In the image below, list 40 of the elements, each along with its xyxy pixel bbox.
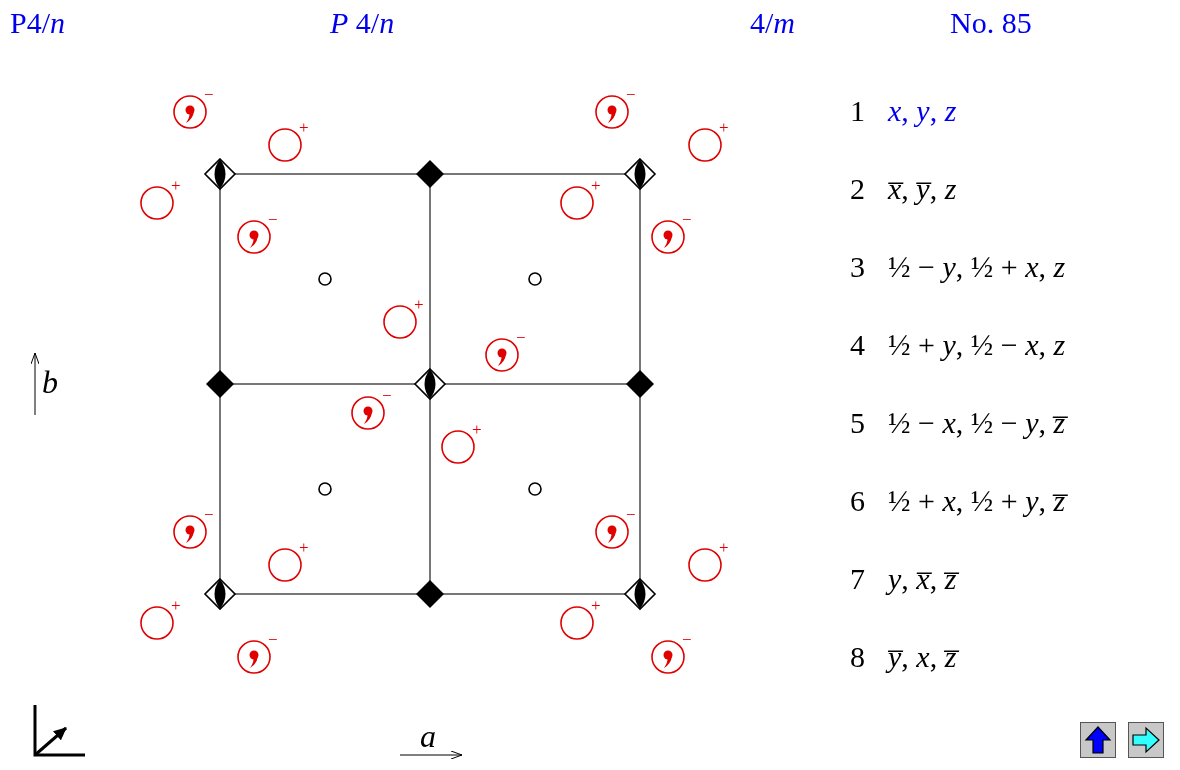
height-sign: −	[382, 387, 392, 404]
height-sign: +	[591, 177, 601, 194]
coordinate-triplet: x, y, z	[888, 96, 957, 126]
coordinate-triplet: x̅, y̅, z	[888, 174, 957, 204]
height-sign: +	[171, 177, 181, 194]
height-sign: +	[414, 296, 424, 313]
operator-number: 3	[850, 252, 865, 282]
coordinate-triplet: ½ − x, ½ − y, z̅	[888, 408, 1066, 438]
height-sign: +	[299, 539, 309, 556]
operator-number: 7	[850, 564, 865, 594]
height-sign: +	[591, 597, 601, 614]
operator-number: 5	[850, 408, 865, 438]
operator-number: 6	[850, 486, 865, 516]
symbol-heading: 4/m	[750, 8, 795, 38]
height-sign: +	[299, 119, 309, 136]
height-sign: −	[268, 211, 278, 228]
coordinate-triplet: ½ + y, ½ − x, z	[888, 330, 1066, 360]
height-sign: −	[626, 86, 636, 103]
axis-label: b	[42, 366, 58, 398]
operator-number: 4	[850, 330, 865, 360]
operator-number: 2	[850, 174, 865, 204]
height-sign: −	[268, 631, 278, 648]
height-sign: +	[719, 119, 729, 136]
height-sign: +	[719, 539, 729, 556]
axis-label: a	[420, 720, 436, 752]
height-sign: −	[516, 329, 526, 346]
height-sign: −	[682, 211, 692, 228]
height-sign: −	[682, 631, 692, 648]
symbol-heading: No. 85	[950, 8, 1032, 38]
height-sign: −	[626, 506, 636, 523]
height-sign: −	[204, 506, 214, 523]
operator-number: 1	[850, 96, 865, 126]
coordinate-triplet: ½ − y, ½ + x, z	[888, 252, 1066, 282]
height-sign: +	[171, 597, 181, 614]
operator-number: 8	[850, 642, 865, 672]
symbol-heading: P 4/n	[330, 8, 395, 38]
symbol-heading: P4/n	[10, 8, 66, 38]
height-sign: −	[204, 86, 214, 103]
coordinate-triplet: ½ + x, ½ + y, z̅	[888, 486, 1066, 516]
height-sign: +	[472, 421, 482, 438]
